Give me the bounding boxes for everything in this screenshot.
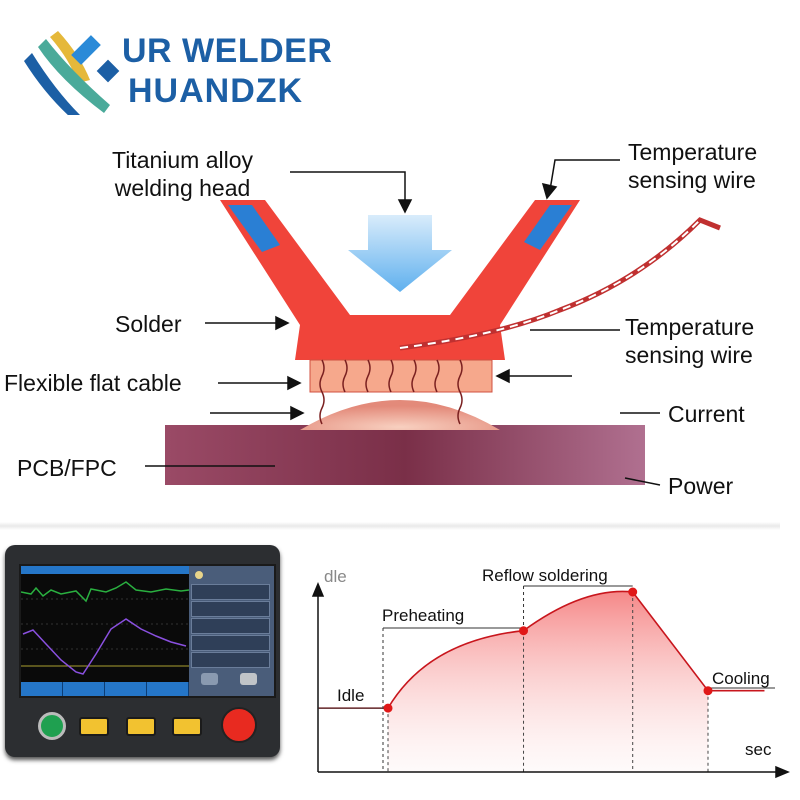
x-axis-arrow-icon (775, 765, 790, 779)
label-temp-wire-mid: Temperature sensing wire (625, 314, 755, 368)
label-power: Power (668, 473, 734, 499)
label-temp-wire-top: Temperature sensing wire (628, 139, 758, 193)
data-point-idle (383, 703, 393, 713)
x-axis-label: sec (745, 740, 772, 759)
device-screen (19, 564, 276, 698)
logo-line2: HUANDZK (128, 72, 304, 110)
logo-line1: UR WELDER (122, 32, 333, 70)
function-button-2[interactable] (126, 717, 156, 736)
function-button-3[interactable] (172, 717, 202, 736)
y-axis-label: dle (324, 567, 347, 586)
stage-label-reflow: Reflow soldering (482, 566, 608, 585)
welder-controller-device (5, 545, 280, 757)
label-solder: Solder (115, 311, 182, 337)
screen-menu-panel (189, 566, 274, 696)
logo-mark-icon (24, 31, 120, 115)
pressure-arrow-icon (348, 215, 452, 292)
screen-waveform (21, 581, 189, 675)
function-button-1[interactable] (79, 717, 109, 736)
screen-tab-bar (21, 682, 189, 696)
y-axis-arrow-icon (311, 582, 325, 597)
section-divider (0, 522, 780, 530)
label-welding-head: Titanium alloy welding head (112, 147, 254, 201)
label-current: Current (668, 401, 745, 427)
chart-axes (311, 582, 790, 779)
stage-label-preheating: Preheating (382, 606, 465, 625)
solder-joint (300, 400, 500, 430)
start-button[interactable] (38, 712, 66, 740)
data-point-cooling (703, 686, 713, 696)
data-point-preheating (519, 626, 529, 636)
welding-diagram (145, 159, 721, 486)
welding-head (220, 200, 580, 360)
pcb-board (165, 425, 645, 485)
leader-lines (145, 159, 661, 486)
label-pcb: PCB/FPC (17, 455, 117, 481)
stage-label-cooling: Cooling (712, 669, 770, 688)
flexible-flat-cable (309, 359, 493, 425)
stage-dividers (387, 592, 709, 772)
emergency-stop-button[interactable] (221, 707, 257, 743)
profile-area (388, 591, 708, 772)
data-point-reflow-soldering (628, 587, 638, 597)
stage-label-idle: Idle (337, 686, 365, 705)
label-flex-cable: Flexible flat cable (4, 370, 182, 396)
